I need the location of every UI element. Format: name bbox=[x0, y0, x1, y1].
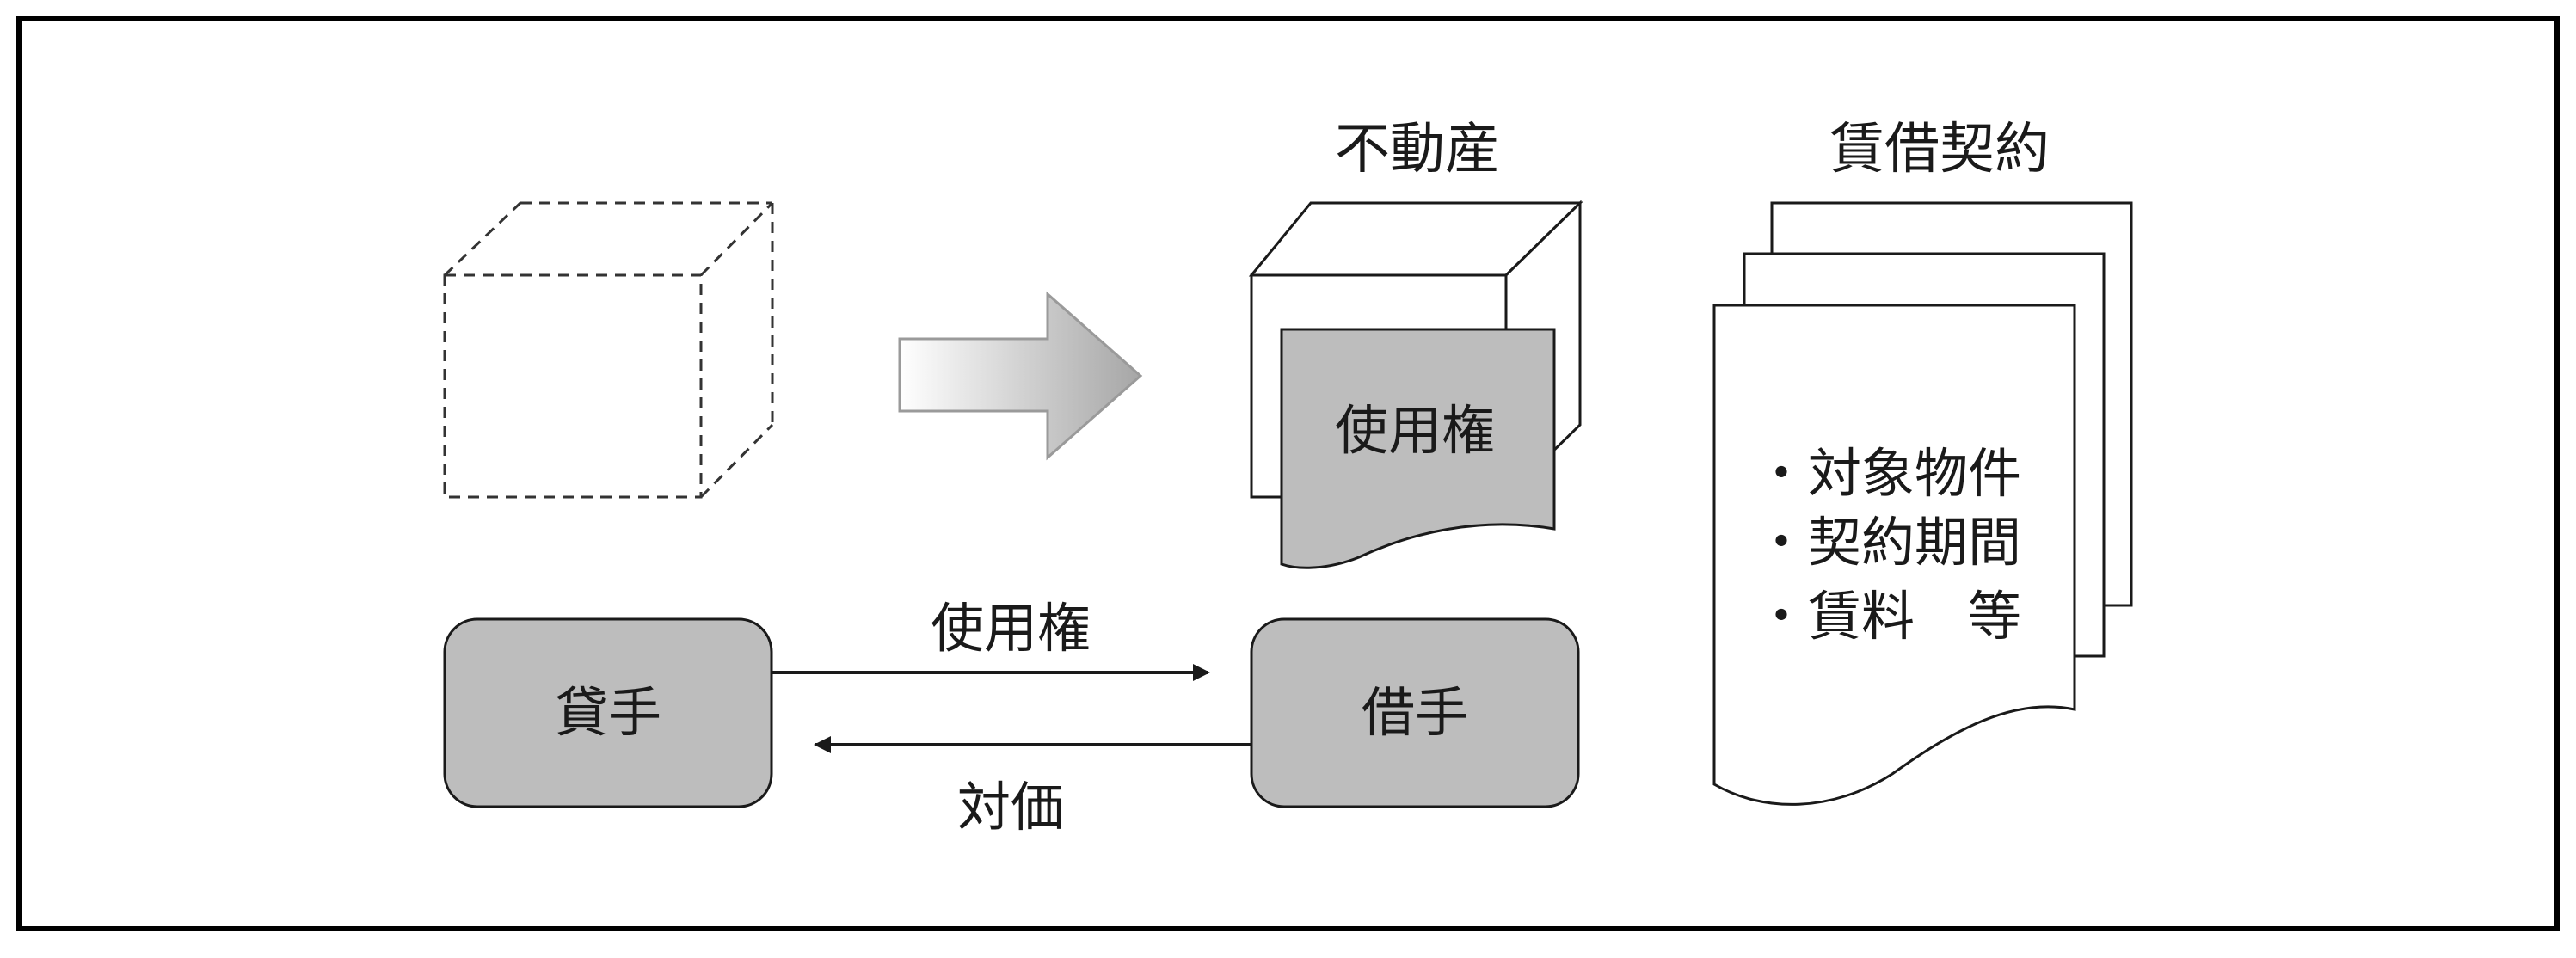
lender-label: 貸手 bbox=[555, 681, 661, 744]
usage-right-document-icon bbox=[1280, 328, 1556, 569]
lease-contract-title: 賃借契約 bbox=[1829, 118, 2050, 181]
borrower-box bbox=[1250, 617, 1580, 808]
contract-item: ・契約期間 bbox=[1755, 511, 2021, 574]
usage-right-flow-label: 使用権 bbox=[931, 597, 1091, 660]
dashed-cube-icon bbox=[443, 201, 774, 499]
contract-item: ・対象物件 bbox=[1755, 442, 2021, 505]
real-estate-title: 不動産 bbox=[1335, 118, 1500, 181]
usage-right-doc-label: 使用権 bbox=[1335, 399, 1495, 462]
contract-item: ・賃料 等 bbox=[1755, 585, 2021, 648]
transition-arrow-icon bbox=[898, 291, 1143, 461]
consideration-flow-label: 対価 bbox=[957, 776, 1064, 838]
lease-contract-pages-icon bbox=[1712, 201, 2133, 806]
lender-box bbox=[443, 617, 773, 808]
borrower-label: 借手 bbox=[1362, 681, 1468, 744]
